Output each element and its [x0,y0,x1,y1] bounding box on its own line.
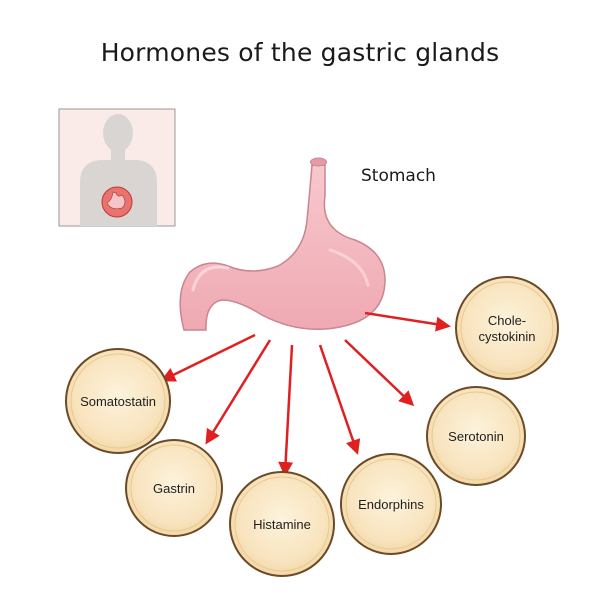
hormone-label: Chole- [488,313,526,328]
arrow-to-cholecystokinin [364,311,451,332]
hormone-somatostatin: Somatostatin [65,348,171,454]
hormone-circle [65,348,171,454]
hormone-circle [125,439,223,537]
stomach-illustration [179,157,386,331]
hormone-circle [426,386,526,486]
arrow-to-somatostatin [160,333,256,382]
hormone-histamine: Histamine [229,471,335,577]
hormone-circle [340,453,442,555]
diagram-title: Hormones of the gastric glands [100,38,500,67]
arrow-to-endorphins [318,344,361,455]
stomach-highlight-icon [101,186,133,218]
hormone-circle-inner-ring [130,444,218,532]
arrows [160,311,451,477]
arrow-to-gastrin [205,339,272,445]
hormone-circle-inner-ring [70,353,166,449]
hormone-circle-inner-ring [234,476,330,572]
hormone-gastrin: Gastrin [125,439,223,537]
hormone-label: Serotonin [448,429,504,444]
hormone-endorphins: Endorphins [340,453,442,555]
hormone-serotonin: Serotonin [426,386,526,486]
hormone-circle-inner-ring [345,458,437,550]
body-inset [58,108,176,227]
hormone-circle [455,276,559,380]
arrow-to-serotonin [344,339,415,407]
hormone-label: Somatostatin [80,394,156,409]
hormone-cholecystokinin: Chole-cystokinin [455,276,559,380]
hormone-circle-inner-ring [460,281,554,375]
stomach-label: Stomach [361,166,436,186]
hormone-label: Endorphins [358,497,424,512]
hormone-label: Gastrin [153,481,195,496]
hormone-label: cystokinin [478,329,535,344]
hormone-label: Histamine [253,517,311,532]
hormone-circle [229,471,335,577]
arrow-to-histamine [278,344,294,477]
hormone-circle-inner-ring [431,391,521,481]
